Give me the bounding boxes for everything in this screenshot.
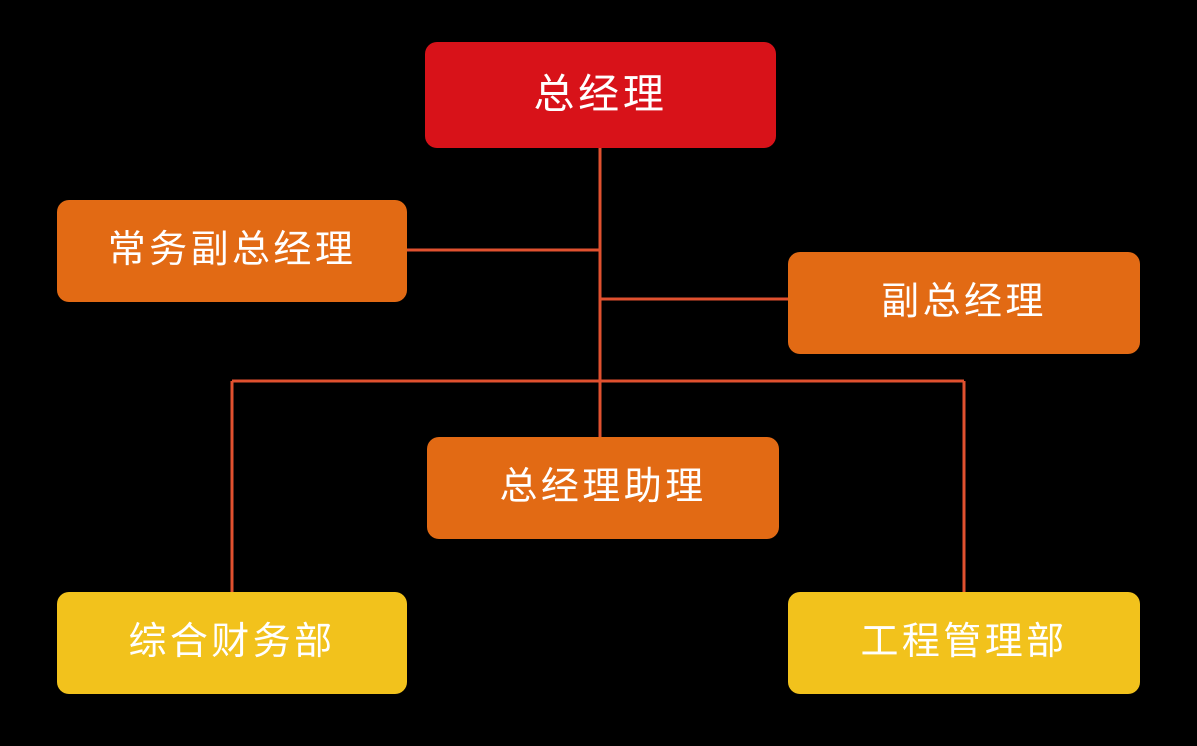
node-executive-deputy-general-manager[interactable]: 常务副总经理 <box>57 200 407 302</box>
node-engineering-department[interactable]: 工程管理部 <box>788 592 1140 694</box>
node-label-general-manager-assistant: 总经理助理 <box>499 466 707 509</box>
node-label-executive-deputy-general-manager: 常务副总经理 <box>107 229 357 272</box>
node-label-general-manager: 总经理 <box>533 71 668 118</box>
node-deputy-general-manager[interactable]: 副总经理 <box>788 252 1140 354</box>
node-general-manager-assistant[interactable]: 总经理助理 <box>427 437 779 539</box>
node-label-finance-department: 综合财务部 <box>128 621 336 664</box>
node-general-manager[interactable]: 总经理 <box>425 42 776 148</box>
node-finance-department[interactable]: 综合财务部 <box>57 592 407 694</box>
node-label-deputy-general-manager: 副总经理 <box>881 281 1047 324</box>
node-label-engineering-department: 工程管理部 <box>860 621 1068 664</box>
